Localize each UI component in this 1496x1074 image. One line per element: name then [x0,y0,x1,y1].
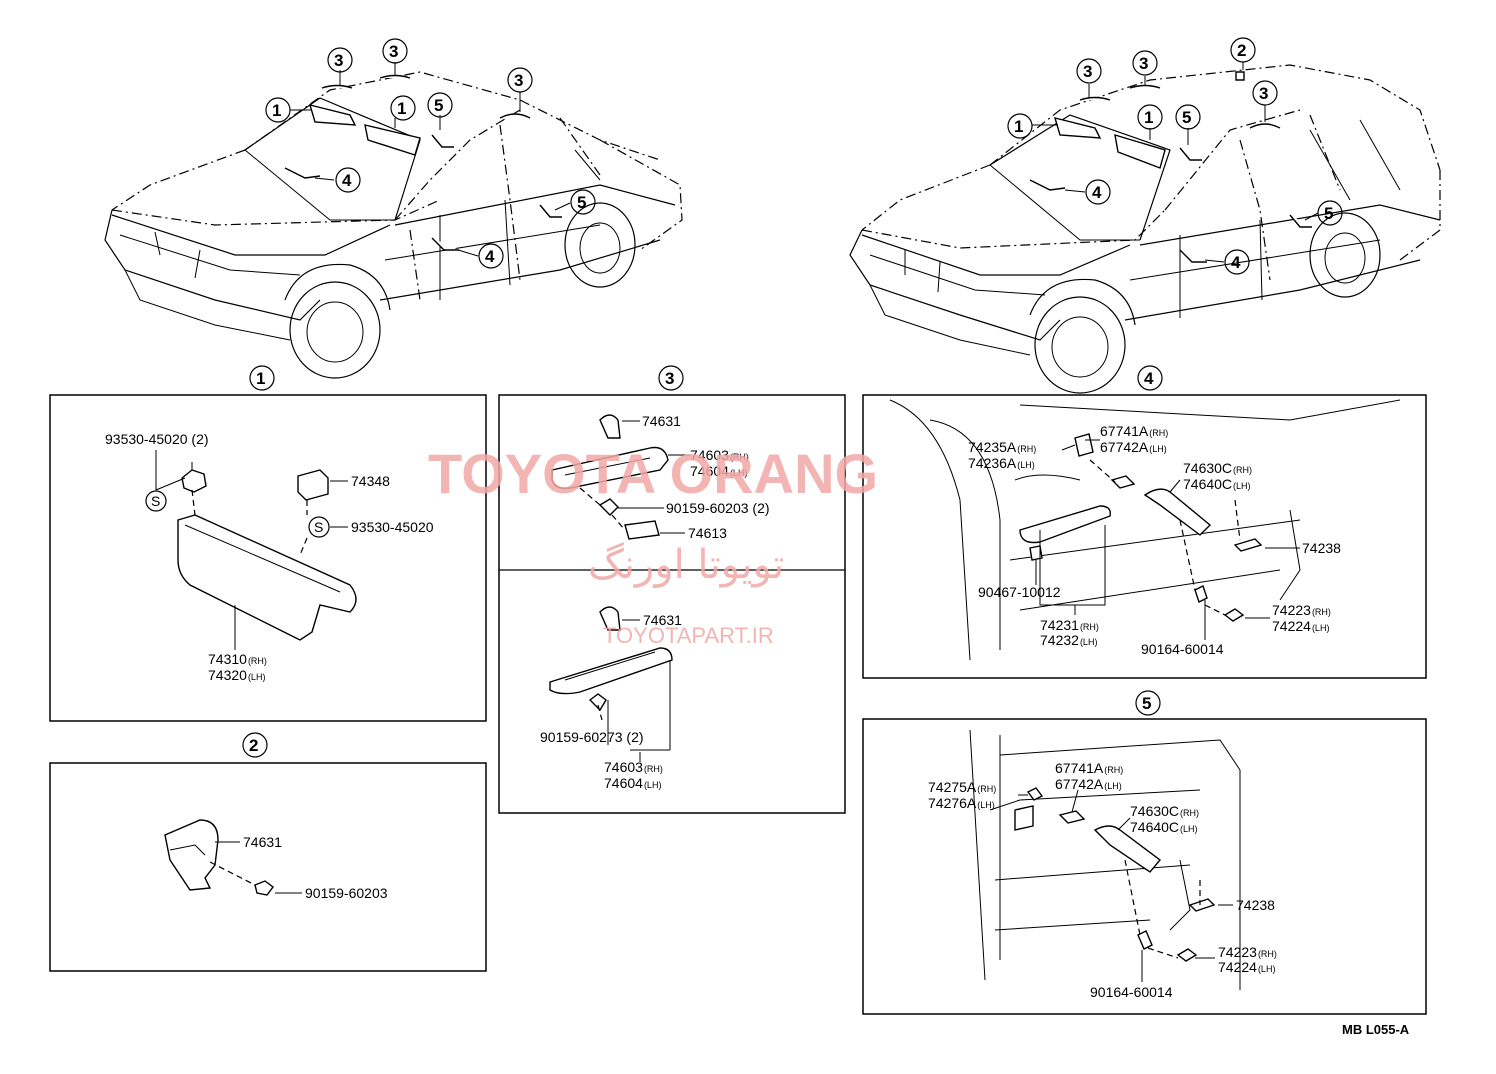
svg-text:4: 4 [342,171,352,190]
label-74640C: 74640C(LH) [1183,476,1251,492]
label-74275A: 74275A(RH) [928,779,996,795]
label-74232: 74232(LH) [1040,632,1097,648]
svg-text:3: 3 [1259,84,1268,103]
svg-text:1: 1 [1144,108,1153,127]
svg-text:5: 5 [1182,108,1191,127]
label-74223: 74223(RH) [1272,602,1331,618]
label-90159-60203-2: 90159-60203 (2) [666,500,770,516]
watermark-persian: تویوتا اورنگ [588,542,784,588]
label-74310: 74310(RH) [208,651,267,667]
svg-text:4: 4 [485,247,495,266]
svg-text:3: 3 [334,51,343,70]
label-67742A: 67742A(LH) [1100,439,1167,455]
label-74276A: 74276A(LH) [928,795,995,811]
label-74231: 74231(RH) [1040,617,1099,633]
label-90159-60203: 90159-60203 [305,885,388,901]
label-90164-60014: 90164-60014 [1090,984,1173,1000]
svg-text:5: 5 [434,96,443,115]
label-67742A: 67742A(LH) [1055,776,1122,792]
label-74348: 74348 [351,473,390,489]
sedan-callouts: 1 1 3 3 3 5 4 5 4 [265,38,596,269]
panel-2-coat-hook: 2 74631 90159-60203 [49,732,487,972]
svg-text:3: 3 [389,42,398,61]
panel-1-sun-visor: 1 S S 93530-45020 (2) 74348 93530-45020 … [49,365,487,722]
label-74631: 74631 [642,413,681,429]
svg-text:1: 1 [1014,117,1023,136]
label-74613: 74613 [688,525,727,541]
panel-4-front-door: 4 74235A(RH) 74236A(LH) 67741A(RH) 6774 [862,365,1427,679]
label-67741A: 67741A(RH) [1055,760,1123,776]
label-90467-10012: 90467-10012 [978,584,1061,600]
label-74603: 74603(RH) [690,447,749,463]
figure-reference: MB L055-A [1342,1022,1410,1037]
svg-text:S: S [151,493,160,509]
svg-text:1: 1 [397,99,406,118]
svg-text:4: 4 [1144,369,1154,388]
svg-text:5: 5 [577,193,586,212]
label-74224: 74224(LH) [1218,959,1275,975]
svg-text:3: 3 [1083,62,1092,81]
svg-text:2: 2 [249,736,258,755]
svg-text:3: 3 [665,369,674,388]
svg-text:5: 5 [1324,204,1333,223]
svg-text:1: 1 [256,369,265,388]
watermark: TOYOTA ORANG تویوتا اورنگ TOYOTAPART.IR [428,442,878,648]
wagon-callouts: 1 1 3 3 2 3 5 4 5 4 [1007,37,1343,275]
label-93530-45020-2: 93530-45020 (2) [105,431,209,447]
svg-text:2: 2 [1237,41,1246,60]
label-67741A: 67741A(RH) [1100,423,1168,439]
panel-5-rear-door: 5 74275A(RH) 74276A(LH) 67741A(RH) 67742… [862,690,1427,1015]
label-74640C: 74640C(LH) [1130,819,1198,835]
svg-text:S: S [314,519,323,535]
label-74223: 74223(RH) [1218,944,1277,960]
label-74603: 74603(RH) [604,759,663,775]
label-74320: 74320(LH) [208,667,265,683]
label-74630C: 74630C(RH) [1130,803,1199,819]
label-74630C: 74630C(RH) [1183,460,1252,476]
panel-3-assist-grip: 3 74631 74603(RH) 74604(LH) 90159-60203 … [498,365,846,814]
label-74631: 74631 [243,834,282,850]
watermark-brand: TOYOTA ORANG [428,442,878,505]
sedan-illustration [104,62,683,379]
svg-text:4: 4 [1092,183,1102,202]
svg-text:3: 3 [1139,54,1148,73]
label-74604: 74604(LH) [604,775,661,791]
svg-text:5: 5 [1142,694,1151,713]
label-93530-45020: 93530-45020 [351,519,434,535]
label-74238: 74238 [1236,897,1275,913]
svg-text:3: 3 [514,71,523,90]
label-74235A: 74235A(RH) [968,439,1036,455]
label-90159-60273-2: 90159-60273 (2) [540,729,644,745]
label-74631: 74631 [643,612,682,628]
label-74604: 74604(LH) [690,463,747,479]
label-90164-60014: 90164-60014 [1141,641,1224,657]
svg-text:4: 4 [1231,253,1241,272]
watermark-site: TOYOTAPART.IR [603,623,774,648]
label-74238: 74238 [1302,540,1341,556]
label-74224: 74224(LH) [1272,618,1329,634]
svg-text:1: 1 [272,101,281,120]
label-74236A: 74236A(LH) [968,455,1035,471]
wagon-illustration [849,62,1441,394]
